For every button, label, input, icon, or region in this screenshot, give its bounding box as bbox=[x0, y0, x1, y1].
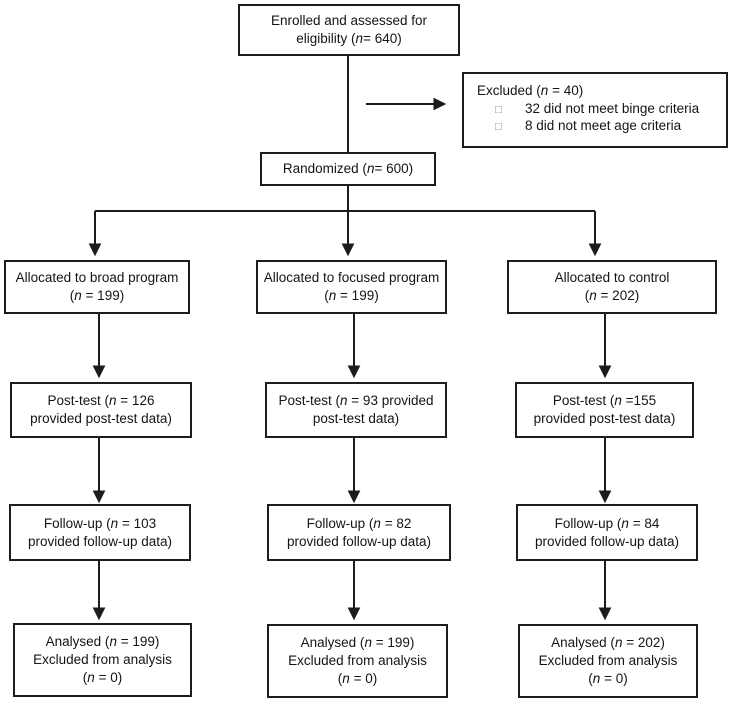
analysed-broad-box: Analysed (n = 199)Excluded from analysis… bbox=[13, 623, 192, 697]
excluded-item: □ 8 did not meet age criteria bbox=[495, 117, 681, 135]
allocated-broad-box: Allocated to broad program(n = 199) bbox=[4, 260, 190, 314]
analysed-control-box: Analysed (n = 202)Excluded from analysis… bbox=[518, 624, 698, 698]
excluded-title: Excluded (n = 40) bbox=[477, 83, 584, 98]
excluded-item-text: 32 did not meet binge criteria bbox=[525, 100, 700, 116]
excluded-box: Excluded (n = 40) □ 32 did not meet bing… bbox=[462, 72, 728, 148]
analysed-control-text: Analysed (n = 202)Excluded from analysis… bbox=[538, 635, 678, 686]
randomized-box: Randomized (n= 600) bbox=[260, 152, 436, 186]
excluded-item-text: 8 did not meet age criteria bbox=[525, 118, 682, 134]
allocated-focused-box: Allocated to focused program(n = 199) bbox=[256, 260, 447, 314]
analysed-focused-box: Analysed (n = 199)Excluded from analysis… bbox=[267, 624, 448, 698]
checkbox-bullet-icon: □ bbox=[495, 103, 502, 116]
allocated-control-box: Allocated to control(n = 202) bbox=[507, 260, 717, 314]
analysed-focused-text: Analysed (n = 199)Excluded from analysis… bbox=[288, 635, 427, 686]
allocated-control-text: Allocated to control(n = 202) bbox=[554, 270, 670, 303]
excluded-item: □ 32 did not meet binge criteria bbox=[495, 100, 699, 118]
allocated-broad-text: Allocated to broad program(n = 199) bbox=[15, 270, 179, 303]
checkbox-bullet-icon: □ bbox=[495, 121, 502, 134]
analysed-broad-text: Analysed (n = 199)Excluded from analysis… bbox=[33, 634, 172, 685]
allocated-focused-text: Allocated to focused program(n = 199) bbox=[263, 270, 440, 303]
randomized-text: Randomized (n= 600) bbox=[282, 161, 414, 177]
